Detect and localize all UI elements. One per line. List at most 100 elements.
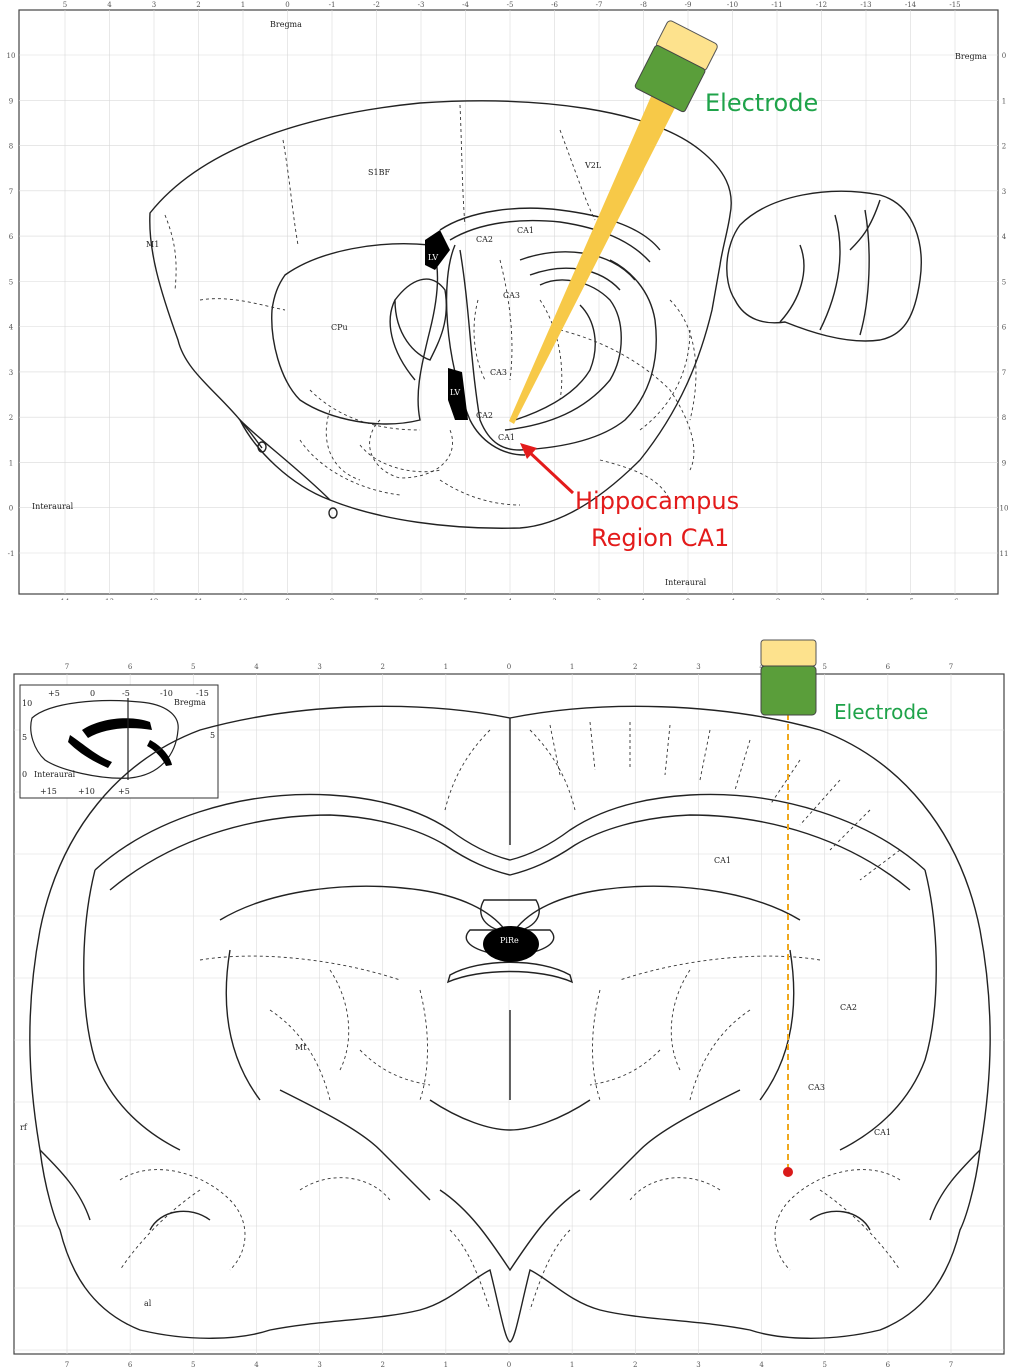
bottom-tick-label: 0 (507, 1361, 511, 1369)
bottom-tick-label: 4 (508, 598, 513, 600)
right-tick-label: 7 (1002, 369, 1006, 377)
bottom-tick-label: 5 (463, 598, 467, 600)
top-tick-label: -3 (418, 1, 425, 9)
electrode-label: Electrode (834, 700, 928, 724)
bottom-tick-label: 12 (150, 598, 159, 600)
region-ca3-mid: CA3 (503, 291, 520, 300)
bottom-tick-label: -5 (907, 598, 914, 600)
top-tick-label: 2 (380, 663, 384, 671)
bottom-tick-label: 11 (194, 598, 203, 600)
inset-top-value-3: -5 (122, 689, 130, 698)
region-ca3-lower: CA3 (490, 368, 507, 377)
top-tick-label: 5 (63, 1, 67, 9)
bottom-tick-label: 7 (949, 1361, 953, 1369)
region-cpu: CPu (331, 323, 348, 332)
region-v2l: V2L (584, 161, 602, 170)
electrode-body (761, 666, 816, 715)
top-tick-label: 0 (285, 1, 289, 9)
top-tick-label: 2 (196, 1, 200, 9)
top-tick-label: 1 (570, 663, 574, 671)
top-tick-label: 4 (254, 663, 259, 671)
bottom-tick-label: 1 (444, 1361, 448, 1369)
right-tick-label: 9 (1002, 459, 1006, 467)
bottom-tick-label: 7 (374, 598, 378, 600)
left-tick-label: 6 (9, 233, 14, 241)
left-tick-label: 3 (9, 369, 13, 377)
inset-left-value-3: 0 (22, 770, 27, 779)
top-tick-label: 3 (696, 663, 700, 671)
inset-top-value-1: +5 (48, 689, 60, 698)
region-ca1-lower: CA1 (498, 433, 515, 442)
inset-right-value: 5 (210, 731, 215, 740)
bottom-tick-label: 3 (552, 598, 556, 600)
right-tick-label: 0 (1002, 52, 1006, 60)
top-tick-label: 7 (949, 663, 953, 671)
inset-top-value-4: -10 (160, 689, 173, 698)
bottom-tick-label: 9 (285, 598, 289, 600)
top-tick-label: -6 (551, 1, 558, 9)
bottom-tick-label: 13 (105, 598, 114, 600)
left-tick-label: 10 (7, 52, 16, 60)
top-tick-label: -10 (727, 1, 738, 9)
inset-interaural: Interaural (34, 770, 76, 779)
top-tick-label: -9 (685, 1, 692, 9)
left-tick-label: 1 (9, 459, 13, 467)
bottom-tick-label: 14 (61, 598, 70, 600)
bottom-tick-label: 2 (633, 1361, 637, 1369)
top-tick-label: 3 (152, 1, 156, 9)
inset-bottom-value-2: +10 (78, 787, 95, 796)
left-tick-label: 7 (9, 188, 13, 196)
bottom-tick-label: 4 (254, 1361, 259, 1369)
top-tick-label: -7 (596, 1, 603, 9)
interaural-label-left: Interaural (32, 502, 74, 511)
top-tick-label: -5 (507, 1, 514, 9)
top-tick-label: -14 (905, 1, 917, 9)
inset-bottom-value-1: +15 (40, 787, 57, 796)
top-tick-label: -1 (329, 1, 336, 9)
bottom-tick-label: 0 (686, 598, 690, 600)
bottom-tick-label: -6 (952, 598, 959, 600)
top-tick-label: 0 (507, 663, 511, 671)
right-tick-label: 3 (1002, 188, 1006, 196)
region-lv-upper: LV (428, 253, 438, 262)
region-ca2-lower: CA2 (476, 411, 493, 420)
bottom-tick-label: 1 (570, 1361, 574, 1369)
bottom-tick-label: 5 (191, 1361, 195, 1369)
bregma-label-top: Bregma (270, 20, 302, 29)
region-ca1-upper: CA1 (714, 856, 731, 865)
left-tick-label: 5 (9, 278, 13, 286)
bottom-tick-label: 1 (641, 598, 645, 600)
right-tick-label: 5 (1002, 278, 1006, 286)
region-rf: rf (20, 1123, 28, 1132)
inset-bottom-value-3: +5 (118, 787, 130, 796)
inset-left-value-1: 10 (22, 699, 32, 708)
inset-top-value-2: 0 (90, 689, 95, 698)
top-tick-label: 6 (886, 663, 891, 671)
region-ca1-lower: CA1 (874, 1128, 891, 1137)
top-tick-label: 4 (107, 1, 112, 9)
electrode-label: Electrode (705, 89, 818, 117)
top-tick-label: 5 (822, 663, 826, 671)
right-tick-label: 2 (1002, 143, 1006, 151)
region-ca1-upper: CA1 (517, 226, 534, 235)
bottom-tick-label: -2 (774, 598, 781, 600)
top-tick-label: 6 (128, 663, 133, 671)
region-ca3: CA3 (808, 1083, 825, 1092)
bottom-tick-label: 5 (822, 1361, 826, 1369)
left-tick-label: 2 (9, 414, 13, 422)
top-tick-label: 7 (65, 663, 69, 671)
left-tick-label: -1 (8, 550, 15, 558)
bottom-tick-label: 7 (65, 1361, 69, 1369)
left-tick-label: 9 (9, 97, 13, 105)
top-tick-label: 2 (633, 663, 637, 671)
bottom-tick-label: -1 (729, 598, 736, 600)
top-tick-label: -11 (771, 1, 782, 9)
bottom-tick-label: 3 (696, 1361, 700, 1369)
bottom-tick-label: 3 (317, 1361, 321, 1369)
top-tick-label: 5 (191, 663, 195, 671)
right-tick-label: 10 (1000, 505, 1009, 513)
left-tick-label: 4 (9, 324, 14, 332)
region-lv-lower: LV (450, 388, 460, 397)
